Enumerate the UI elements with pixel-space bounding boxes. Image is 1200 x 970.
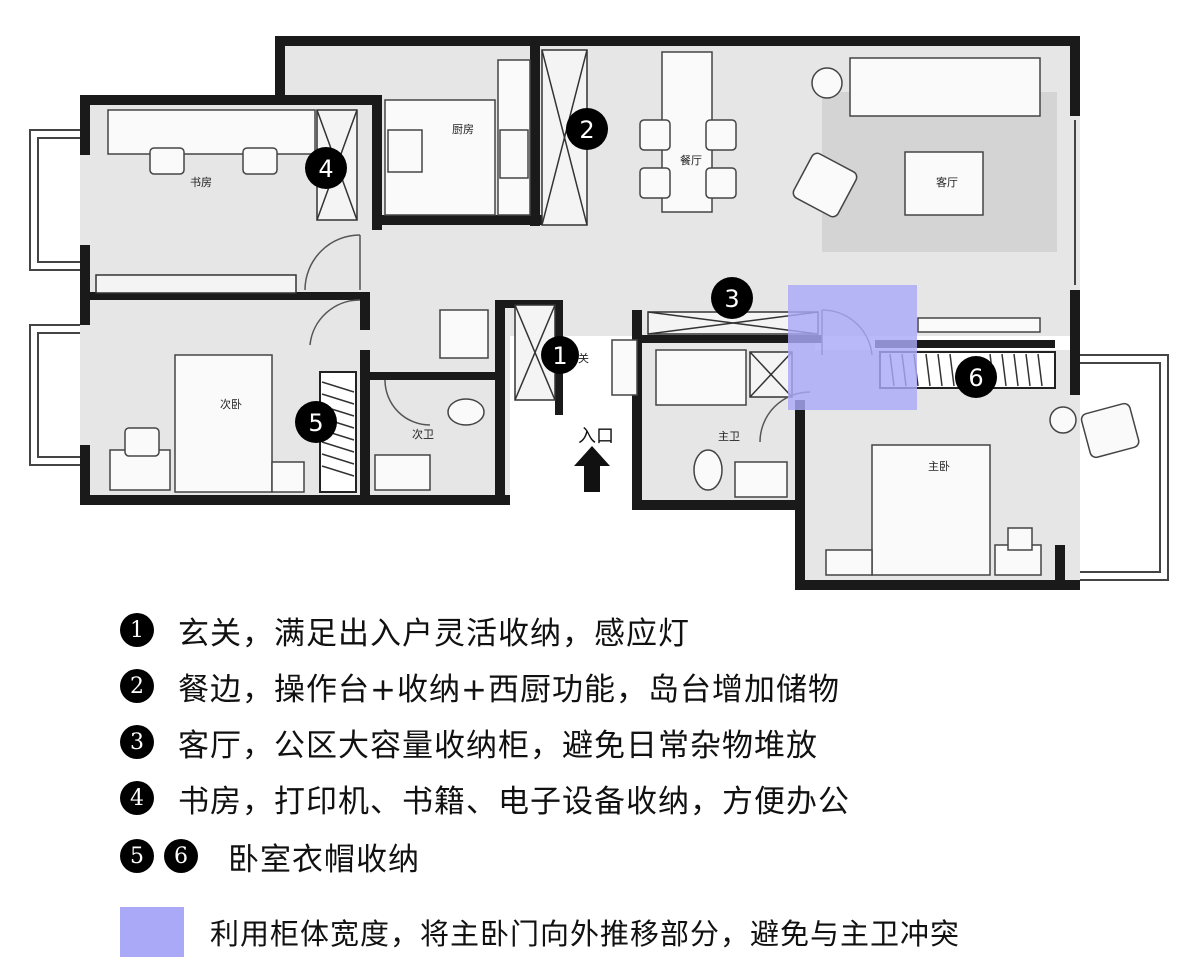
svg-text:4: 4 (318, 155, 333, 183)
room-label-dining: 餐厅 (680, 153, 702, 167)
room-label-second-bath: 次卫 (412, 427, 434, 441)
marker-3: 3 (711, 277, 753, 319)
svg-text:5: 5 (308, 409, 323, 437)
legend-text: 客厅，公区大容量收纳柜，避免日常杂物堆放 (178, 727, 818, 764)
legend-item-1: 1 玄关，满足出入户灵活收纳，感应灯 (120, 608, 690, 652)
svg-text:1: 1 (552, 342, 567, 370)
furniture (107, 51, 1140, 576)
room-label-master-bedroom: 主卧 (928, 460, 950, 473)
highlight-swatch (120, 907, 184, 957)
svg-text:2: 2 (579, 116, 594, 144)
room-label-second-bedroom: 次卧 (220, 397, 242, 411)
svg-text:6: 6 (968, 364, 983, 392)
marker-5: 5 (295, 401, 337, 443)
door-shift-highlight (788, 285, 917, 410)
legend-text: 书房，打印机、书籍、电子设备收纳，方便办公 (178, 783, 850, 820)
room-label-study: 书房 (190, 176, 212, 189)
marker-1: 1 (541, 336, 579, 374)
legend-text: 卧室衣帽收纳 (228, 841, 420, 878)
legend-number-badge: 4 (120, 781, 154, 815)
legend-number-badge: 3 (120, 725, 154, 759)
legend-item-3: 3 客厅，公区大容量收纳柜，避免日常杂物堆放 (120, 720, 818, 764)
legend-number-badge: 2 (120, 669, 154, 703)
legend-number-badge: 6 (164, 839, 198, 873)
highlight-note-text: 利用柜体宽度，将主卧门向外推移部分，避免与主卫冲突 (210, 917, 961, 951)
legend: 1 玄关，满足出入户灵活收纳，感应灯 2 餐边，操作台+收纳+西厨功能，岛台增加… (120, 600, 1190, 970)
entrance-arrow-icon (574, 446, 610, 492)
marker-4: 4 (305, 147, 347, 189)
room-label-foyer: 关 (578, 351, 589, 365)
svg-text:3: 3 (724, 285, 739, 313)
floor-plan: 入口 书房 厨房 餐厅 客厅 次卧 次卫 主卫 主卧 关 1 2 3 4 5 6 (29, 36, 1169, 590)
legend-item-2: 2 餐边，操作台+收纳+西厨功能，岛台增加储物 (120, 664, 840, 708)
room-label-living: 客厅 (936, 175, 958, 189)
legend-item-5-6: 5 6 卧室衣帽收纳 (120, 834, 420, 878)
legend-highlight-note: 利用柜体宽度，将主卧门向外推移部分，避免与主卫冲突 (120, 904, 960, 960)
marker-2: 2 (566, 108, 608, 150)
entrance-label: 入口 (578, 426, 614, 447)
walls (80, 36, 1080, 590)
balconies (29, 120, 1169, 581)
legend-text: 餐边，操作台+收纳+西厨功能，岛台增加储物 (178, 671, 840, 708)
legend-text: 玄关，满足出入户灵活收纳，感应灯 (178, 615, 690, 652)
legend-number-badge: 5 (120, 839, 154, 873)
legend-number-badge: 1 (120, 613, 154, 647)
room-label-main-bath: 主卫 (718, 430, 740, 443)
room-label-kitchen: 厨房 (452, 123, 474, 136)
marker-6: 6 (955, 356, 997, 398)
legend-item-4: 4 书房，打印机、书籍、电子设备收纳，方便办公 (120, 776, 850, 820)
